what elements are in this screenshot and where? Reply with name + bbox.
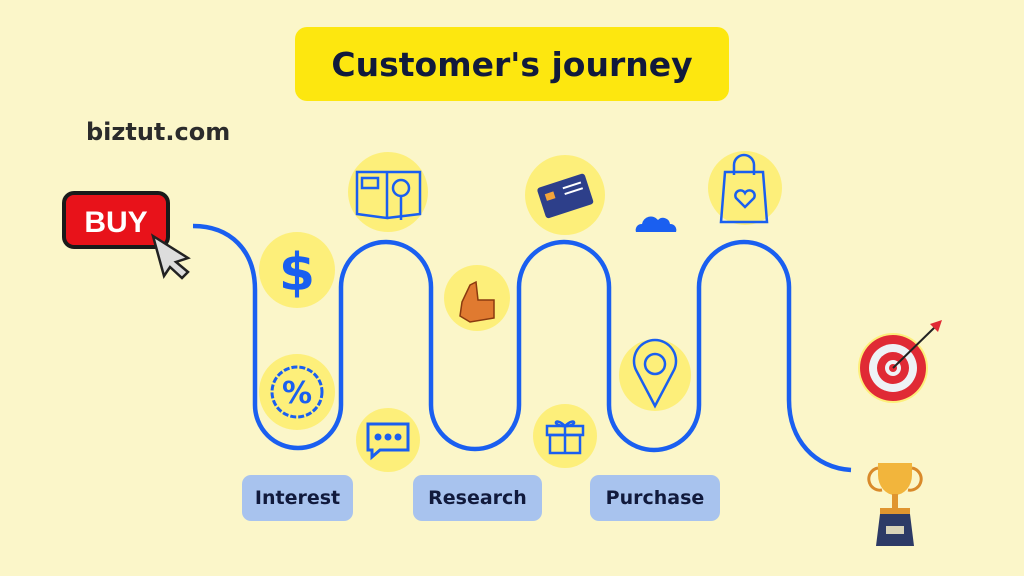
- thumbs-up-icon: [459, 280, 495, 323]
- location-pin-icon: [632, 338, 678, 409]
- credit-card-icon: [537, 173, 594, 219]
- cloud-icon: [635, 216, 677, 232]
- chat-icon: [366, 422, 410, 461]
- trophy-icon: [867, 463, 923, 546]
- bag-icon-bg: [708, 151, 782, 225]
- svg-text:BUY: BUY: [84, 206, 147, 239]
- stage-research: Research: [413, 475, 542, 521]
- site-url: biztut.com: [86, 118, 231, 146]
- stage-interest: Interest: [242, 475, 353, 521]
- svg-text:%: %: [282, 376, 312, 411]
- target-icon: [858, 320, 942, 403]
- discount-icon: %: [270, 365, 324, 419]
- discount-icon-bg: [259, 354, 335, 430]
- gift-icon: [545, 420, 585, 455]
- book-search-icon: [355, 170, 422, 220]
- stage-purchase: Purchase: [590, 475, 720, 521]
- buy-cursor-icon: BUY: [62, 191, 191, 280]
- dollar-icon-bg: [259, 232, 335, 308]
- shopping-bag-icon: [719, 153, 769, 224]
- dollar-icon: $: [279, 243, 315, 303]
- journey-path: [192, 223, 852, 473]
- page-title: Customer's journey: [295, 27, 729, 101]
